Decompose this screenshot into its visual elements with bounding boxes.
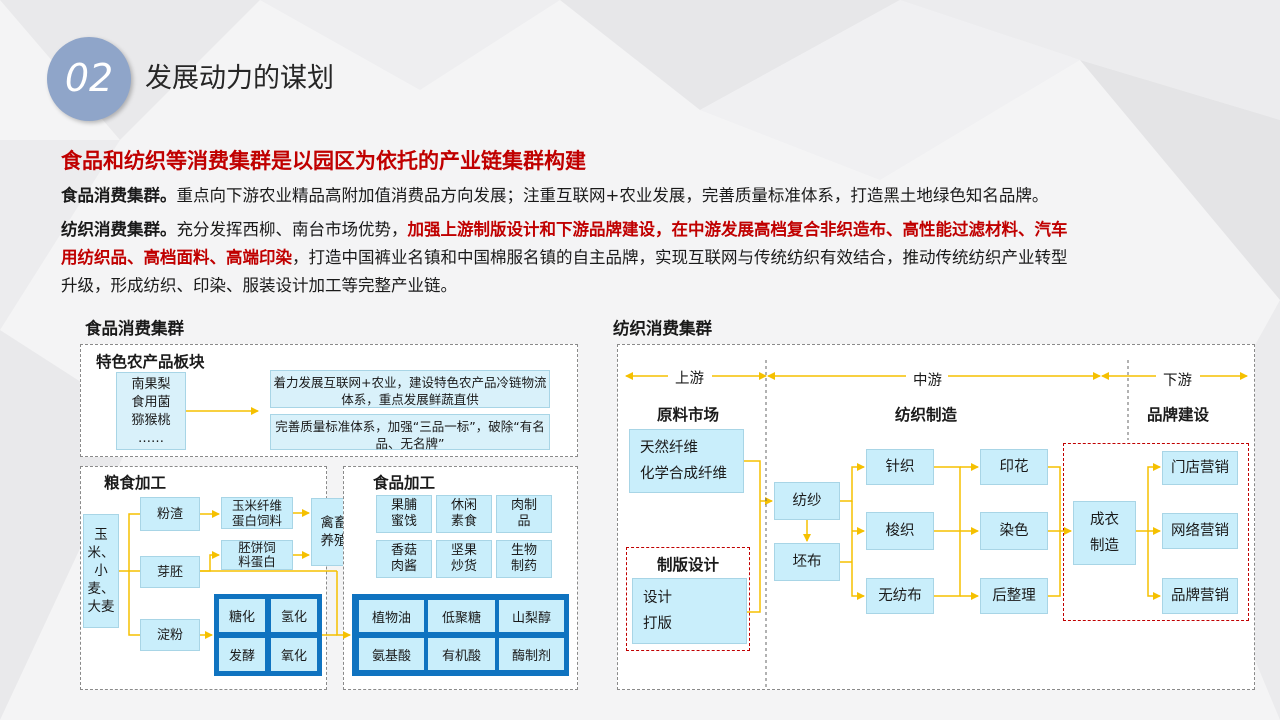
nonwoven-box: 无纺布 <box>866 578 934 614</box>
specialty-note-quality: 完善质量标准体系，加强“三品一标”，破除“有名品、无名牌” <box>270 414 550 451</box>
food-item-leisure-veg: 休闲素食 <box>436 495 492 533</box>
brand-section-panel <box>1063 443 1249 621</box>
food-item-nuts: 坚果炒货 <box>436 540 492 578</box>
process-saccharification: 糖化 <box>219 599 265 632</box>
raw-materials-box: 天然纤维 化学合成纤维 <box>629 429 744 493</box>
output-organic-acid: 有机酸 <box>428 638 495 670</box>
output-vegetable-oil: 植物油 <box>359 600 424 632</box>
section-number-badge: 02 <box>47 37 131 121</box>
raw-natural-fiber: 天然纤维 <box>640 440 698 456</box>
design-item: 打版 <box>643 616 672 632</box>
pattern-design-title: 制版设计 <box>657 556 720 574</box>
raw-synthetic-fiber: 化学合成纤维 <box>640 466 727 482</box>
online-marketing-box: 网络营销 <box>1162 513 1238 549</box>
process-hydrogenation: 氢化 <box>271 599 317 632</box>
product-item: 食用菌 <box>131 395 171 410</box>
garment-manufacturing-box: 成衣 制造 <box>1073 501 1136 565</box>
textile-cluster-title: 纺织消费集群 <box>613 319 712 338</box>
knitting-box: 针织 <box>866 449 934 485</box>
textile-paragraph-highlight-1: 加强上游制版设计和下游品牌建设，在中游发展高档复合非织造布、高性能过滤材料、汽车 <box>407 220 1068 239</box>
grain-step-germ: 芽胚 <box>140 556 200 588</box>
food-paragraph-text: 重点向下游农业精品高附加值消费品方向发展；注重互联网+农业发展，完善质量标准体系… <box>176 186 1049 205</box>
specialty-products-list: 南果梨 食用菌 猕猴桃 …… <box>116 372 186 450</box>
stage-upstream-label: 上游 <box>672 367 707 388</box>
output-sorbitol: 山梨醇 <box>499 600 564 632</box>
grain-step-starch: 淀粉 <box>140 619 200 651</box>
printing-box: 印花 <box>980 449 1048 485</box>
food-item-meat: 肉制品 <box>496 495 552 533</box>
textile-cluster-paragraph: 纺织消费集群。充分发挥西柳、南台市场优势，加强上游制版设计和下游品牌建设，在中游… <box>61 216 1231 300</box>
stage-midstream-label: 中游 <box>910 369 945 390</box>
grey-cloth-box: 坯布 <box>774 543 840 581</box>
food-item-mushroom-sauce: 香菇肉酱 <box>376 540 432 578</box>
weaving-box: 梭织 <box>866 512 934 550</box>
textile-paragraph-lead: 纺织消费集群。 <box>61 220 177 239</box>
output-amino-acid: 氨基酸 <box>359 638 424 670</box>
textile-manufacturing-heading: 纺织制造 <box>895 406 958 424</box>
specialty-note-internet: 着力发展互联网+农业，建设特色农产品冷链物流体系，重点发展鲜蔬直供 <box>270 370 550 408</box>
grain-step-residue: 粉渣 <box>140 497 200 531</box>
process-fermentation: 发酵 <box>219 638 265 671</box>
feed-germ-cake-box: 胚饼饲料蛋白 <box>221 540 293 570</box>
food-cluster-title: 食品消费集群 <box>85 319 184 338</box>
page-title: 发展动力的谋划 <box>145 63 334 94</box>
raw-market-heading: 原料市场 <box>657 406 720 424</box>
grain-processing-title: 粮食加工 <box>104 474 167 492</box>
brand-building-heading: 品牌建设 <box>1147 406 1210 424</box>
textile-paragraph-text-2: ，打造中国裤业名镇和中国棉服名镇的自主品牌，实现互联网与传统纺织有效结合，推动传… <box>292 248 1068 267</box>
food-paragraph-lead: 食品消费集群。 <box>61 186 177 205</box>
garment-label: 制造 <box>1090 538 1119 554</box>
output-oligosaccharide: 低聚糖 <box>428 600 495 632</box>
output-enzyme: 酶制剂 <box>499 638 564 670</box>
product-item: 南果梨 <box>131 377 171 392</box>
textile-paragraph-highlight-2: 用纺织品、高档面料、高端印染 <box>61 248 292 267</box>
stage-downstream-label: 下游 <box>1160 369 1195 390</box>
textile-paragraph-text-3: 升级，形成纺织、印染、服装设计加工等完整产业链。 <box>61 276 457 295</box>
feed-corn-fiber-box: 玉米纤维蛋白饲料 <box>221 497 293 529</box>
product-item: …… <box>138 431 164 446</box>
design-item: 设计 <box>643 590 672 606</box>
design-items-box: 设计 打版 <box>632 578 747 644</box>
food-item-biopharma: 生物制药 <box>496 540 552 578</box>
food-processing-title: 食品加工 <box>373 474 436 492</box>
textile-paragraph-text-1: 充分发挥西柳、南台市场优势， <box>176 220 408 239</box>
specialty-products-title: 特色农产品板块 <box>96 353 205 371</box>
finishing-box: 后整理 <box>980 578 1048 614</box>
product-item: 猕猴桃 <box>131 413 171 428</box>
process-oxidation: 氧化 <box>271 638 317 671</box>
store-marketing-box: 门店营销 <box>1162 451 1238 485</box>
grain-source-box: 玉米、小麦、大麦 <box>83 514 119 628</box>
food-cluster-paragraph: 食品消费集群。重点向下游农业精品高附加值消费品方向发展；注重互联网+农业发展，完… <box>61 182 1231 210</box>
dyeing-box: 染色 <box>980 512 1048 550</box>
spinning-box: 纺纱 <box>774 482 840 520</box>
brand-marketing-box: 品牌营销 <box>1162 578 1238 614</box>
section-subtitle: 食品和纺织等消费集群是以园区为依托的产业链集群构建 <box>61 149 586 173</box>
garment-label: 成衣 <box>1090 512 1119 528</box>
food-item-preserved-fruit: 果脯蜜饯 <box>376 495 432 533</box>
